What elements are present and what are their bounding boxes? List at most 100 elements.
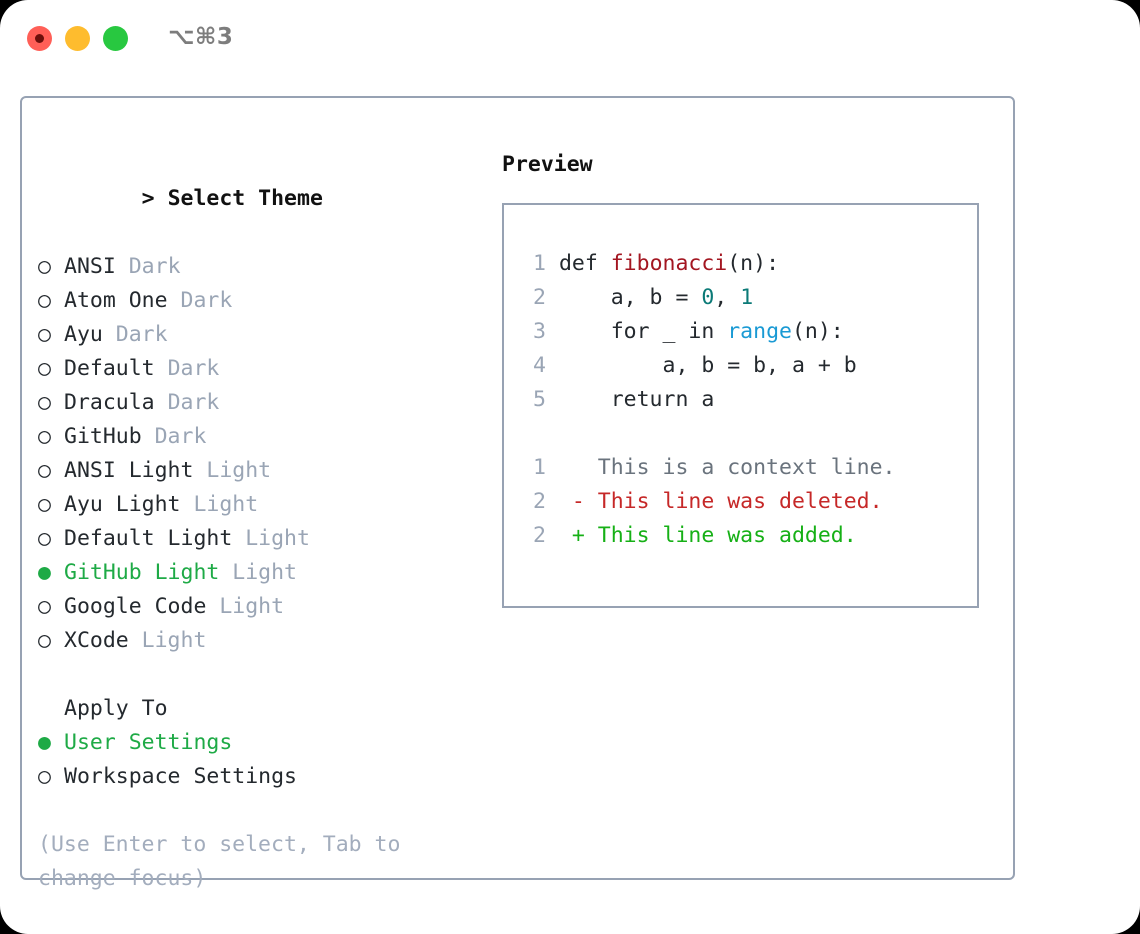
theme-name: Dracula — [64, 390, 168, 415]
theme-name: GitHub — [64, 424, 155, 449]
theme-name: XCode — [64, 628, 142, 653]
radio-unselected-icon: ○ — [38, 458, 64, 483]
diff-line: 2 + This line was added. — [522, 519, 969, 553]
radio-unselected-icon: ○ — [38, 322, 64, 347]
code-line: 1 def fibonacci(n): — [522, 247, 969, 281]
diff-line: 2 - This line was deleted. — [522, 485, 969, 519]
theme-list: ○ ANSI Dark○ Atom One Dark○ Ayu Dark○ De… — [38, 250, 488, 658]
theme-list-item[interactable]: ○ Ayu Light Light — [38, 488, 488, 522]
line-number: 2 — [533, 523, 546, 548]
minimize-button[interactable] — [65, 26, 90, 51]
radio-unselected-icon: ○ — [38, 526, 64, 551]
gutter-space — [546, 319, 559, 344]
theme-list-item[interactable]: ○ Default Light Light — [38, 522, 488, 556]
line-number: 1 — [533, 251, 546, 276]
code-token: return a — [558, 387, 715, 412]
code-token: (n): — [727, 251, 780, 276]
theme-name: ANSI — [64, 254, 129, 279]
theme-picker-column: > Select Theme ○ ANSI Dark○ Atom One Dar… — [38, 148, 488, 896]
radio-unselected-icon: ○ — [38, 356, 64, 381]
code-line: 3 for _ in range(n): — [522, 315, 969, 349]
line-number: 3 — [533, 319, 546, 344]
code-token: 0 — [701, 285, 715, 310]
apply-to-item[interactable]: ○ Workspace Settings — [38, 760, 488, 794]
preview-title: Preview — [502, 152, 593, 177]
theme-variant: Light — [206, 458, 272, 483]
radio-unselected-icon: ○ — [38, 424, 64, 449]
code-token: def — [558, 251, 611, 276]
theme-list-item[interactable]: ○ Default Dark — [38, 352, 488, 386]
theme-variant: Light — [193, 492, 259, 517]
radio-unselected-icon: ○ — [38, 764, 64, 789]
theme-variant: Light — [219, 594, 285, 619]
line-number: 2 — [533, 285, 546, 310]
title-bar: ⌥⌘3 — [0, 0, 1140, 78]
theme-list-item[interactable]: ○ Ayu Dark — [38, 318, 488, 352]
theme-name: Default Light — [64, 526, 246, 551]
apply-to-item[interactable]: ● User Settings — [38, 726, 488, 760]
radio-unselected-icon: ○ — [38, 288, 64, 313]
theme-name: Ayu — [64, 322, 116, 347]
radio-unselected-icon: ○ — [38, 390, 64, 415]
code-token: a, b = b, a + b — [558, 353, 857, 378]
diff-line: 1 This is a context line. — [522, 451, 969, 485]
theme-list-item[interactable]: ○ ANSI Dark — [38, 250, 488, 284]
theme-picker-heading: > Select Theme — [38, 148, 488, 250]
close-button[interactable] — [27, 26, 52, 51]
theme-variant: Dark — [180, 288, 233, 313]
theme-variant: Dark — [167, 390, 220, 415]
gutter-space — [546, 387, 559, 412]
keyboard-hint: (Use Enter to select, Tab to change focu… — [38, 832, 414, 891]
theme-list-item[interactable]: ○ GitHub Dark — [38, 420, 488, 454]
theme-variant: Light — [141, 628, 207, 653]
theme-name: Google Code — [64, 594, 220, 619]
code-token: fibonacci — [610, 251, 728, 276]
radio-unselected-icon: ○ — [38, 492, 64, 517]
theme-variant: Dark — [128, 254, 181, 279]
theme-list-item[interactable]: ○ XCode Light — [38, 624, 488, 658]
theme-list-item[interactable]: ○ Atom One Dark — [38, 284, 488, 318]
main-panel: > Select Theme ○ ANSI Dark○ Atom One Dar… — [20, 96, 1015, 891]
maximize-button[interactable] — [103, 26, 128, 51]
theme-list-item[interactable]: ○ ANSI Light Light — [38, 454, 488, 488]
theme-list-item[interactable]: ○ Google Code Light — [38, 590, 488, 624]
theme-variant: Dark — [115, 322, 168, 347]
keyboard-shortcut-label: ⌥⌘3 — [168, 24, 234, 50]
code-line: 4 a, b = b, a + b — [522, 349, 969, 383]
diff-text: This line was added. — [597, 523, 857, 548]
apply-to-heading: Apply To — [64, 696, 168, 721]
radio-unselected-icon: ○ — [38, 254, 64, 279]
diff-text: This line was deleted. — [597, 489, 883, 514]
line-number: 2 — [533, 489, 546, 514]
theme-name: GitHub Light — [64, 560, 233, 585]
focus-caret-icon: > — [141, 186, 168, 211]
code-line: 2 a, b = 0, 1 — [522, 281, 969, 315]
theme-name: Atom One — [64, 288, 181, 313]
radio-selected-icon: ● — [38, 560, 64, 585]
apply-to-label: User Settings — [64, 730, 233, 755]
diff-marker: + — [546, 523, 598, 548]
theme-picker-heading-label: Select Theme — [167, 186, 323, 211]
diff-marker — [546, 455, 598, 480]
code-token: , — [714, 285, 741, 310]
theme-list-item[interactable]: ○ Dracula Dark — [38, 386, 488, 420]
gutter-space — [546, 285, 559, 310]
gutter-space — [546, 353, 559, 378]
radio-unselected-icon: ○ — [38, 594, 64, 619]
code-token: for _ in — [558, 319, 728, 344]
code-token: 1 — [740, 285, 754, 310]
code-line: 5 return a — [522, 383, 969, 417]
line-number: 5 — [533, 387, 546, 412]
code-token: a, b = — [558, 285, 702, 310]
theme-list-item[interactable]: ● GitHub Light Light — [38, 556, 488, 590]
theme-variant: Dark — [154, 424, 207, 449]
line-number: 1 — [533, 455, 546, 480]
diff-marker: - — [546, 489, 598, 514]
window-controls — [27, 26, 128, 51]
theme-variant: Light — [232, 560, 298, 585]
gutter-space — [546, 251, 559, 276]
preview-column: Preview 1 def fibonacci(n):2 a, b = 0, 1… — [502, 148, 1002, 608]
